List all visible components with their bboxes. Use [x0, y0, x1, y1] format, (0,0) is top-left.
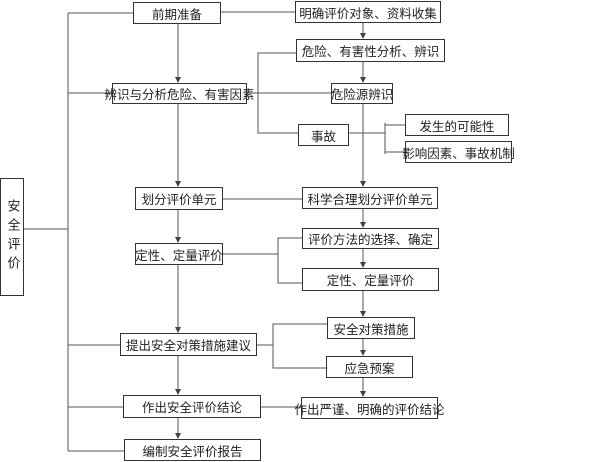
node-factors: 影响因素、事故机制: [402, 141, 515, 163]
node-strict-conclusion: 作出严谨、明确的评价结论: [295, 397, 445, 419]
node-method: 评价方法的选择、确定: [302, 228, 439, 249]
node-hazard-analysis: 危险、有害性分析、辨识: [296, 39, 445, 62]
node-accident: 事故: [298, 124, 349, 146]
node-prep: 前期准备: [133, 2, 221, 24]
node-eval2: 定性、定量评价: [302, 268, 439, 291]
node-clarify: 明确评价对象、资料收集: [295, 1, 441, 23]
node-conclusion: 作出安全评价结论: [123, 395, 261, 418]
node-report: 编制安全评价报告: [124, 439, 261, 461]
root-node: 安全评价: [0, 178, 24, 296]
node-measures: 提出安全对策措施建议: [120, 333, 257, 356]
node-possibility: 发生的可能性: [405, 114, 509, 136]
node-identify: 辨识与分析危险、有害因素: [105, 83, 255, 104]
node-evaluate: 定性、定量评价: [135, 243, 223, 265]
node-units: 划分评价单元: [135, 187, 223, 210]
node-hazard-source: 危险源辨识: [331, 83, 393, 104]
node-emergency: 应急预案: [326, 356, 413, 378]
node-safety-measures: 安全对策措施: [327, 317, 415, 339]
node-sci-units: 科学合理划分评价单元: [302, 187, 438, 209]
